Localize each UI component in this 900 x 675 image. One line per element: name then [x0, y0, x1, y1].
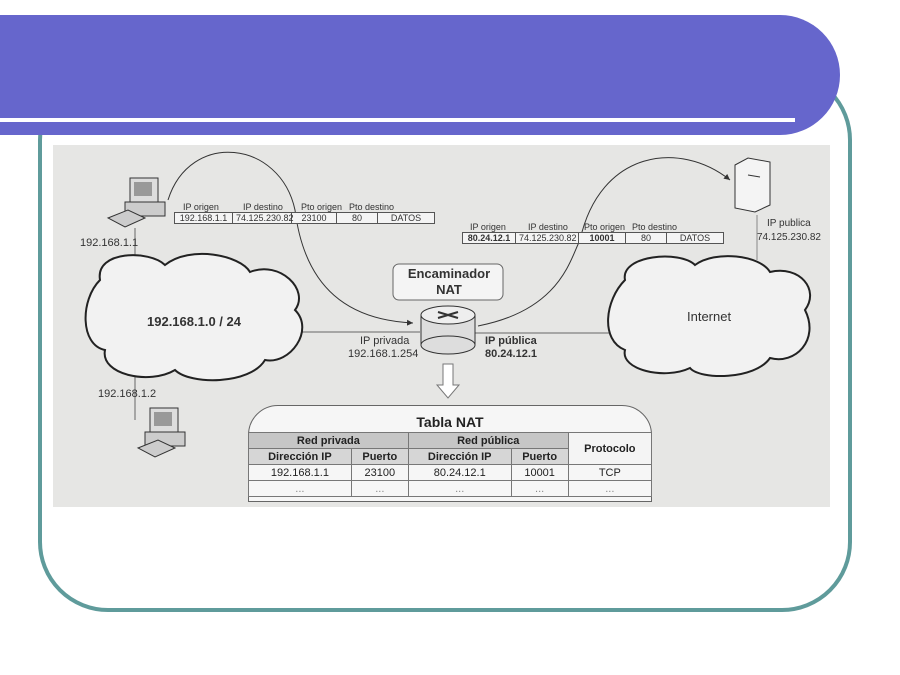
header: IP origen [470, 222, 506, 232]
cell: 23100 [292, 213, 337, 223]
cell: 10001 [579, 233, 626, 243]
header: Pto destino [632, 222, 678, 232]
column-header: Puerto [350, 448, 409, 465]
down-arrow-icon [435, 363, 461, 399]
banner-divider [0, 118, 795, 122]
private-ip-label: IP privada [360, 335, 410, 347]
server-icon [734, 157, 771, 213]
header: IP destino [528, 222, 568, 232]
column-header: Dirección IP [407, 448, 512, 465]
router-subtitle: NAT [436, 282, 462, 297]
cell: 10001 [510, 464, 569, 481]
header: IP origen [183, 202, 219, 212]
nat-table: Red privada Red pública Protocolo Direcc… [248, 432, 653, 497]
packet-nat: 80.24.12.1 74.125.230.82 10001 80 DATOS [462, 232, 724, 244]
host2-ip: 192.168.1.2 [98, 388, 157, 400]
lan-cloud [84, 252, 304, 382]
header: Pto origen [584, 222, 626, 232]
internet-label: Internet [687, 309, 732, 324]
group-header: Red privada [248, 432, 409, 449]
computer-icon [106, 177, 166, 228]
cell: 80.24.12.1 [407, 464, 512, 481]
cell: DATOS [390, 213, 422, 223]
cell: TCP [567, 464, 653, 481]
packet-out: 192.168.1.1 74.125.230.82 23100 80 DATOS [174, 212, 435, 224]
router-title: Encaminador [407, 266, 491, 281]
header: Pto origen [301, 202, 343, 212]
cell: 192.168.1.1 [248, 464, 352, 481]
packet-nat-headers: IP origen IP destino Pto origen Pto dest… [470, 222, 682, 232]
table-row: 192.168.1.1 23100 80.24.12.1 10001 TCP [248, 464, 653, 481]
cell: 192.168.1.1 [175, 213, 233, 223]
internet-cloud [607, 255, 811, 377]
cell: ... [567, 480, 653, 497]
cell: 74.125.230.82 [233, 213, 294, 223]
cell: ... [350, 480, 409, 497]
header: IP destino [243, 202, 283, 212]
cell: ... [510, 480, 569, 497]
private-ip: 192.168.1.254 [348, 348, 419, 360]
cell: ... [407, 480, 512, 497]
group-header: Red pública [407, 432, 569, 449]
flow-arrow-nat [477, 157, 731, 327]
protocol-header: Protocolo [567, 432, 653, 465]
column-header: Dirección IP [248, 448, 352, 465]
title-banner [0, 15, 840, 135]
cell: 74.125.230.82 [516, 233, 579, 243]
packet-out-headers: IP origen IP destino Pto origen Pto dest… [183, 202, 399, 212]
cell: ... [248, 480, 352, 497]
flow-arrow-out [167, 151, 414, 326]
server-ip: 74.125.230.82 [757, 232, 821, 243]
cell: 80 [337, 213, 378, 223]
cell: DATOS [679, 233, 711, 243]
lan-label: 192.168.1.0 / 24 [147, 314, 241, 329]
nat-table-title: Tabla NAT [416, 414, 484, 430]
column-header: Puerto [510, 448, 569, 465]
router-icon [420, 305, 476, 355]
public-ip-label: IP pública [485, 335, 537, 347]
server-ip-label: IP publica [767, 218, 811, 229]
public-ip: 80.24.12.1 [485, 348, 537, 360]
header: Pto destino [349, 202, 395, 212]
host1-ip: 192.168.1.1 [80, 237, 139, 249]
cell: 80 [626, 233, 667, 243]
cell: 80.24.12.1 [463, 233, 516, 243]
cell: 23100 [350, 464, 409, 481]
computer-icon [136, 407, 186, 458]
table-row: ... ... ... ... ... [248, 480, 653, 497]
